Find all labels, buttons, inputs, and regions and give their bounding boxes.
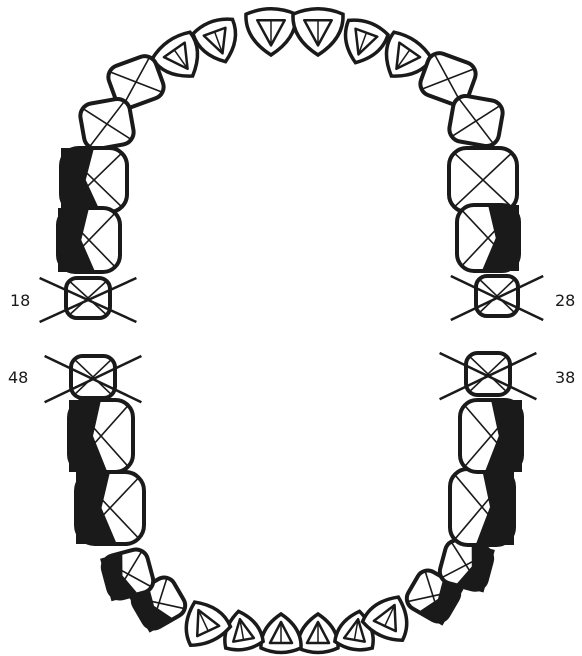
tooth-47: [69, 400, 133, 472]
tooth-21: [293, 9, 343, 55]
tooth-18: [40, 278, 137, 322]
tooth-48: [45, 356, 142, 402]
tooth-27: [457, 205, 519, 271]
tooth-15: [78, 97, 135, 151]
tooth-45: [100, 547, 156, 601]
tooth-41: [261, 614, 301, 653]
tooth-12: [191, 15, 245, 69]
tooth-46: [76, 472, 144, 544]
tooth-11: [246, 9, 296, 55]
tooth-17: [58, 208, 120, 272]
tooth-label-28: 28: [555, 291, 575, 310]
tooth-25: [447, 94, 504, 148]
tooth-38: [440, 353, 537, 399]
tooth-label-18: 18: [10, 291, 30, 310]
tooth-label-38: 38: [555, 368, 575, 387]
tooth-16: [61, 148, 127, 212]
tooth-31: [298, 614, 338, 653]
tooth-26: [449, 148, 517, 212]
tooth-37: [460, 400, 522, 472]
tooth-28: [451, 276, 543, 320]
tooth-label-48: 48: [8, 368, 28, 387]
tooth-36: [450, 469, 514, 545]
